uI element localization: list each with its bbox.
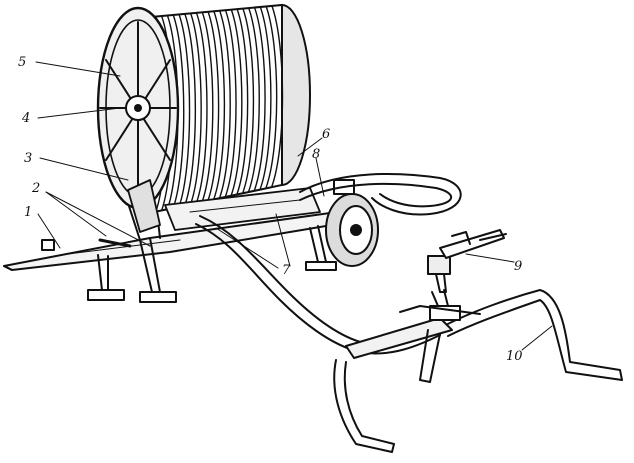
callout-labels: 5 4 3 2 1 6 8 7 9 10 [18, 55, 523, 364]
hose-winding [259, 6, 272, 190]
callout-4: 4 [21, 111, 30, 126]
callout-1: 1 [24, 205, 32, 220]
sprinkler-gun [427, 229, 507, 293]
supply-hose-loop [299, 172, 462, 216]
hose-winding [242, 7, 255, 194]
hose-winding [201, 11, 214, 203]
hose-winding [271, 5, 284, 187]
callout-8: 8 [312, 147, 320, 162]
hose-winding [248, 7, 260, 192]
hose-winding [224, 9, 237, 197]
leader-lines [35, 61, 553, 351]
hose-winding [253, 6, 266, 191]
callout-3: 3 [24, 151, 32, 166]
hose-winding [213, 10, 226, 200]
callout-10: 10 [506, 349, 523, 364]
transport-wheel [325, 179, 379, 267]
hose-winding [178, 13, 191, 208]
hose-winding [195, 12, 208, 204]
hose-winding [219, 10, 231, 199]
callout-5: 5 [18, 55, 26, 70]
callout-9: 9 [514, 259, 522, 274]
hose-winding [189, 12, 202, 205]
drive-box [127, 179, 321, 233]
hose-winding [184, 13, 197, 206]
hose-winding [207, 11, 220, 201]
callout-7: 7 [282, 263, 291, 278]
hose-winding [265, 5, 278, 188]
sprinkler-carriage [333, 289, 623, 453]
hose-drum [96, 3, 311, 217]
hose-winding [172, 14, 185, 209]
callout-2: 2 [31, 181, 40, 196]
callout-6: 6 [322, 127, 330, 142]
hose-winding [230, 8, 243, 196]
hose-winding [236, 8, 249, 195]
